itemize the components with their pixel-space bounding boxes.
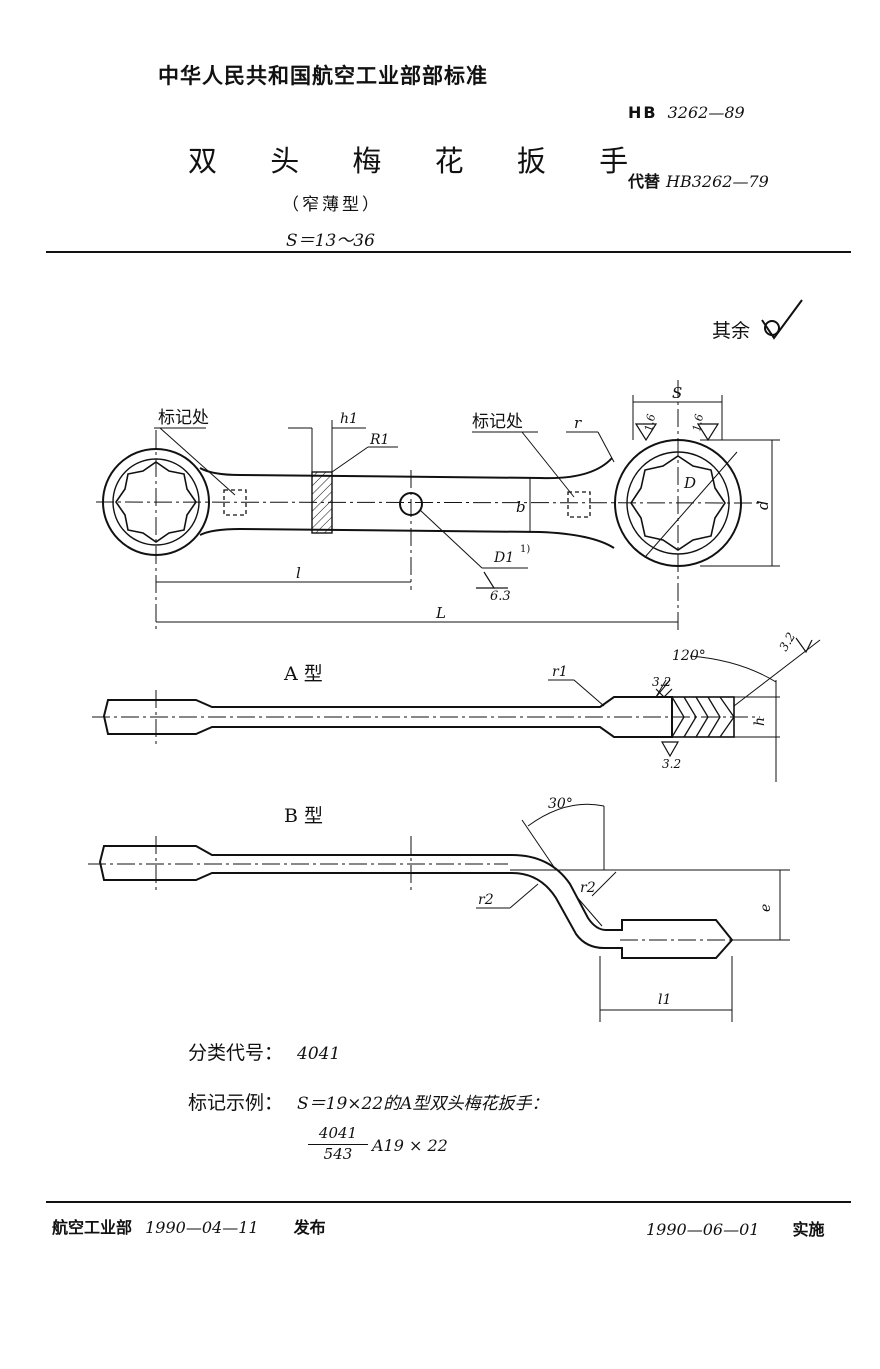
marking-example-label: 标记示例：	[188, 1092, 284, 1114]
technical-drawing: 其余	[88, 299, 821, 1022]
issue-label: 发布	[293, 1218, 326, 1237]
footer-rule	[46, 1201, 851, 1203]
issue-date: 1990—04—11	[145, 1218, 259, 1237]
plan-view-labels: 标记处 标记处 h1 R1 r S b D d D1 1) 6.3 1.6 1.…	[158, 384, 772, 622]
roughness-16-b: 1.6	[690, 413, 706, 432]
classification-code: 分类代号： 4041	[188, 1038, 340, 1065]
fraction-denominator: 543	[323, 1145, 353, 1163]
angle-30: 30°	[548, 796, 573, 812]
dim-r: r	[574, 414, 582, 432]
roughness-symbol	[761, 299, 803, 340]
dim-r1: r1	[552, 664, 568, 680]
dim-h: h	[752, 717, 768, 726]
surface-note: 其余	[712, 320, 750, 342]
size-range: S＝13～36	[286, 231, 375, 251]
roughness-16-a: 1.6	[642, 413, 658, 432]
issuer: 航空工业部	[52, 1218, 133, 1237]
type-a-side-view	[92, 690, 760, 745]
classification-value: 4041	[297, 1044, 341, 1064]
dim-D1: D1	[493, 550, 514, 566]
dim-D: D	[683, 474, 696, 492]
type-a-labels: r1 120° 3.2 3.2 3.2 h	[552, 630, 798, 771]
document-title: 双 头 梅 花 扳 手	[188, 144, 651, 178]
header-rule	[46, 251, 851, 253]
marking-location-right: 标记处	[472, 412, 523, 432]
type-a-label: A 型	[283, 663, 323, 685]
replaces-label: 代替	[628, 172, 661, 191]
dim-r2-b: r2	[478, 892, 494, 908]
document-subtitle: （窄薄型）	[282, 195, 382, 215]
marking-code: A19 × 22	[372, 1136, 448, 1155]
replaces-number: HB3262—79	[666, 172, 769, 191]
dim-d: d	[754, 500, 772, 510]
roughness-63: 6.3	[490, 589, 511, 604]
type-b-label: B 型	[284, 805, 323, 827]
dim-r2-a: r2	[580, 880, 596, 896]
effective-label: 实施	[792, 1220, 825, 1239]
dim-L: L	[435, 604, 446, 622]
roughness-symbols-plan	[476, 423, 720, 589]
type-b-dimensions	[476, 803, 790, 1022]
marking-fraction: 4041 543	[308, 1124, 368, 1163]
standard-number: HB 3262—89	[628, 103, 745, 122]
plan-view-dimensions	[154, 395, 780, 623]
dim-l: l	[296, 564, 301, 582]
dim-l1: l1	[658, 992, 671, 1008]
dim-b: b	[516, 498, 526, 516]
wrench-plan-view	[95, 380, 761, 632]
dim-S: S	[672, 384, 682, 402]
roughness-32-c: 3.2	[662, 757, 681, 771]
dim-e: e	[758, 904, 774, 912]
dim-R1: R1	[369, 432, 389, 448]
type-a-dimensions	[548, 637, 821, 782]
dim-D1-note: 1)	[520, 544, 530, 555]
replaces-standard: 代替 HB3262—79	[628, 168, 769, 192]
issuing-organization: 中华人民共和国航空工业部部标准	[158, 64, 488, 88]
standard-label: HB	[628, 103, 658, 122]
fraction-numerator: 4041	[308, 1124, 368, 1145]
angle-120: 120°	[672, 648, 706, 664]
standard-number-value: 3262—89	[667, 103, 745, 122]
footer-effective: 1990—06—01 实施	[646, 1216, 825, 1240]
classification-label: 分类代号：	[188, 1042, 284, 1064]
marking-location-left: 标记处	[158, 408, 209, 428]
roughness-32-a: 3.2	[776, 630, 798, 654]
marking-example: 标记示例： S＝19×22的A型双头梅花扳手：	[188, 1088, 548, 1115]
dim-h1: h1	[340, 411, 358, 427]
effective-date: 1990—06—01	[646, 1220, 760, 1239]
marking-example-text: S＝19×22的A型双头梅花扳手：	[297, 1094, 549, 1114]
roughness-32-b: 3.2	[652, 675, 671, 689]
type-b-labels: 30° r2 r2 e l1	[478, 796, 774, 1008]
type-b-side-view	[88, 836, 736, 959]
footer-issue: 航空工业部 1990—04—11 发布	[52, 1214, 326, 1238]
